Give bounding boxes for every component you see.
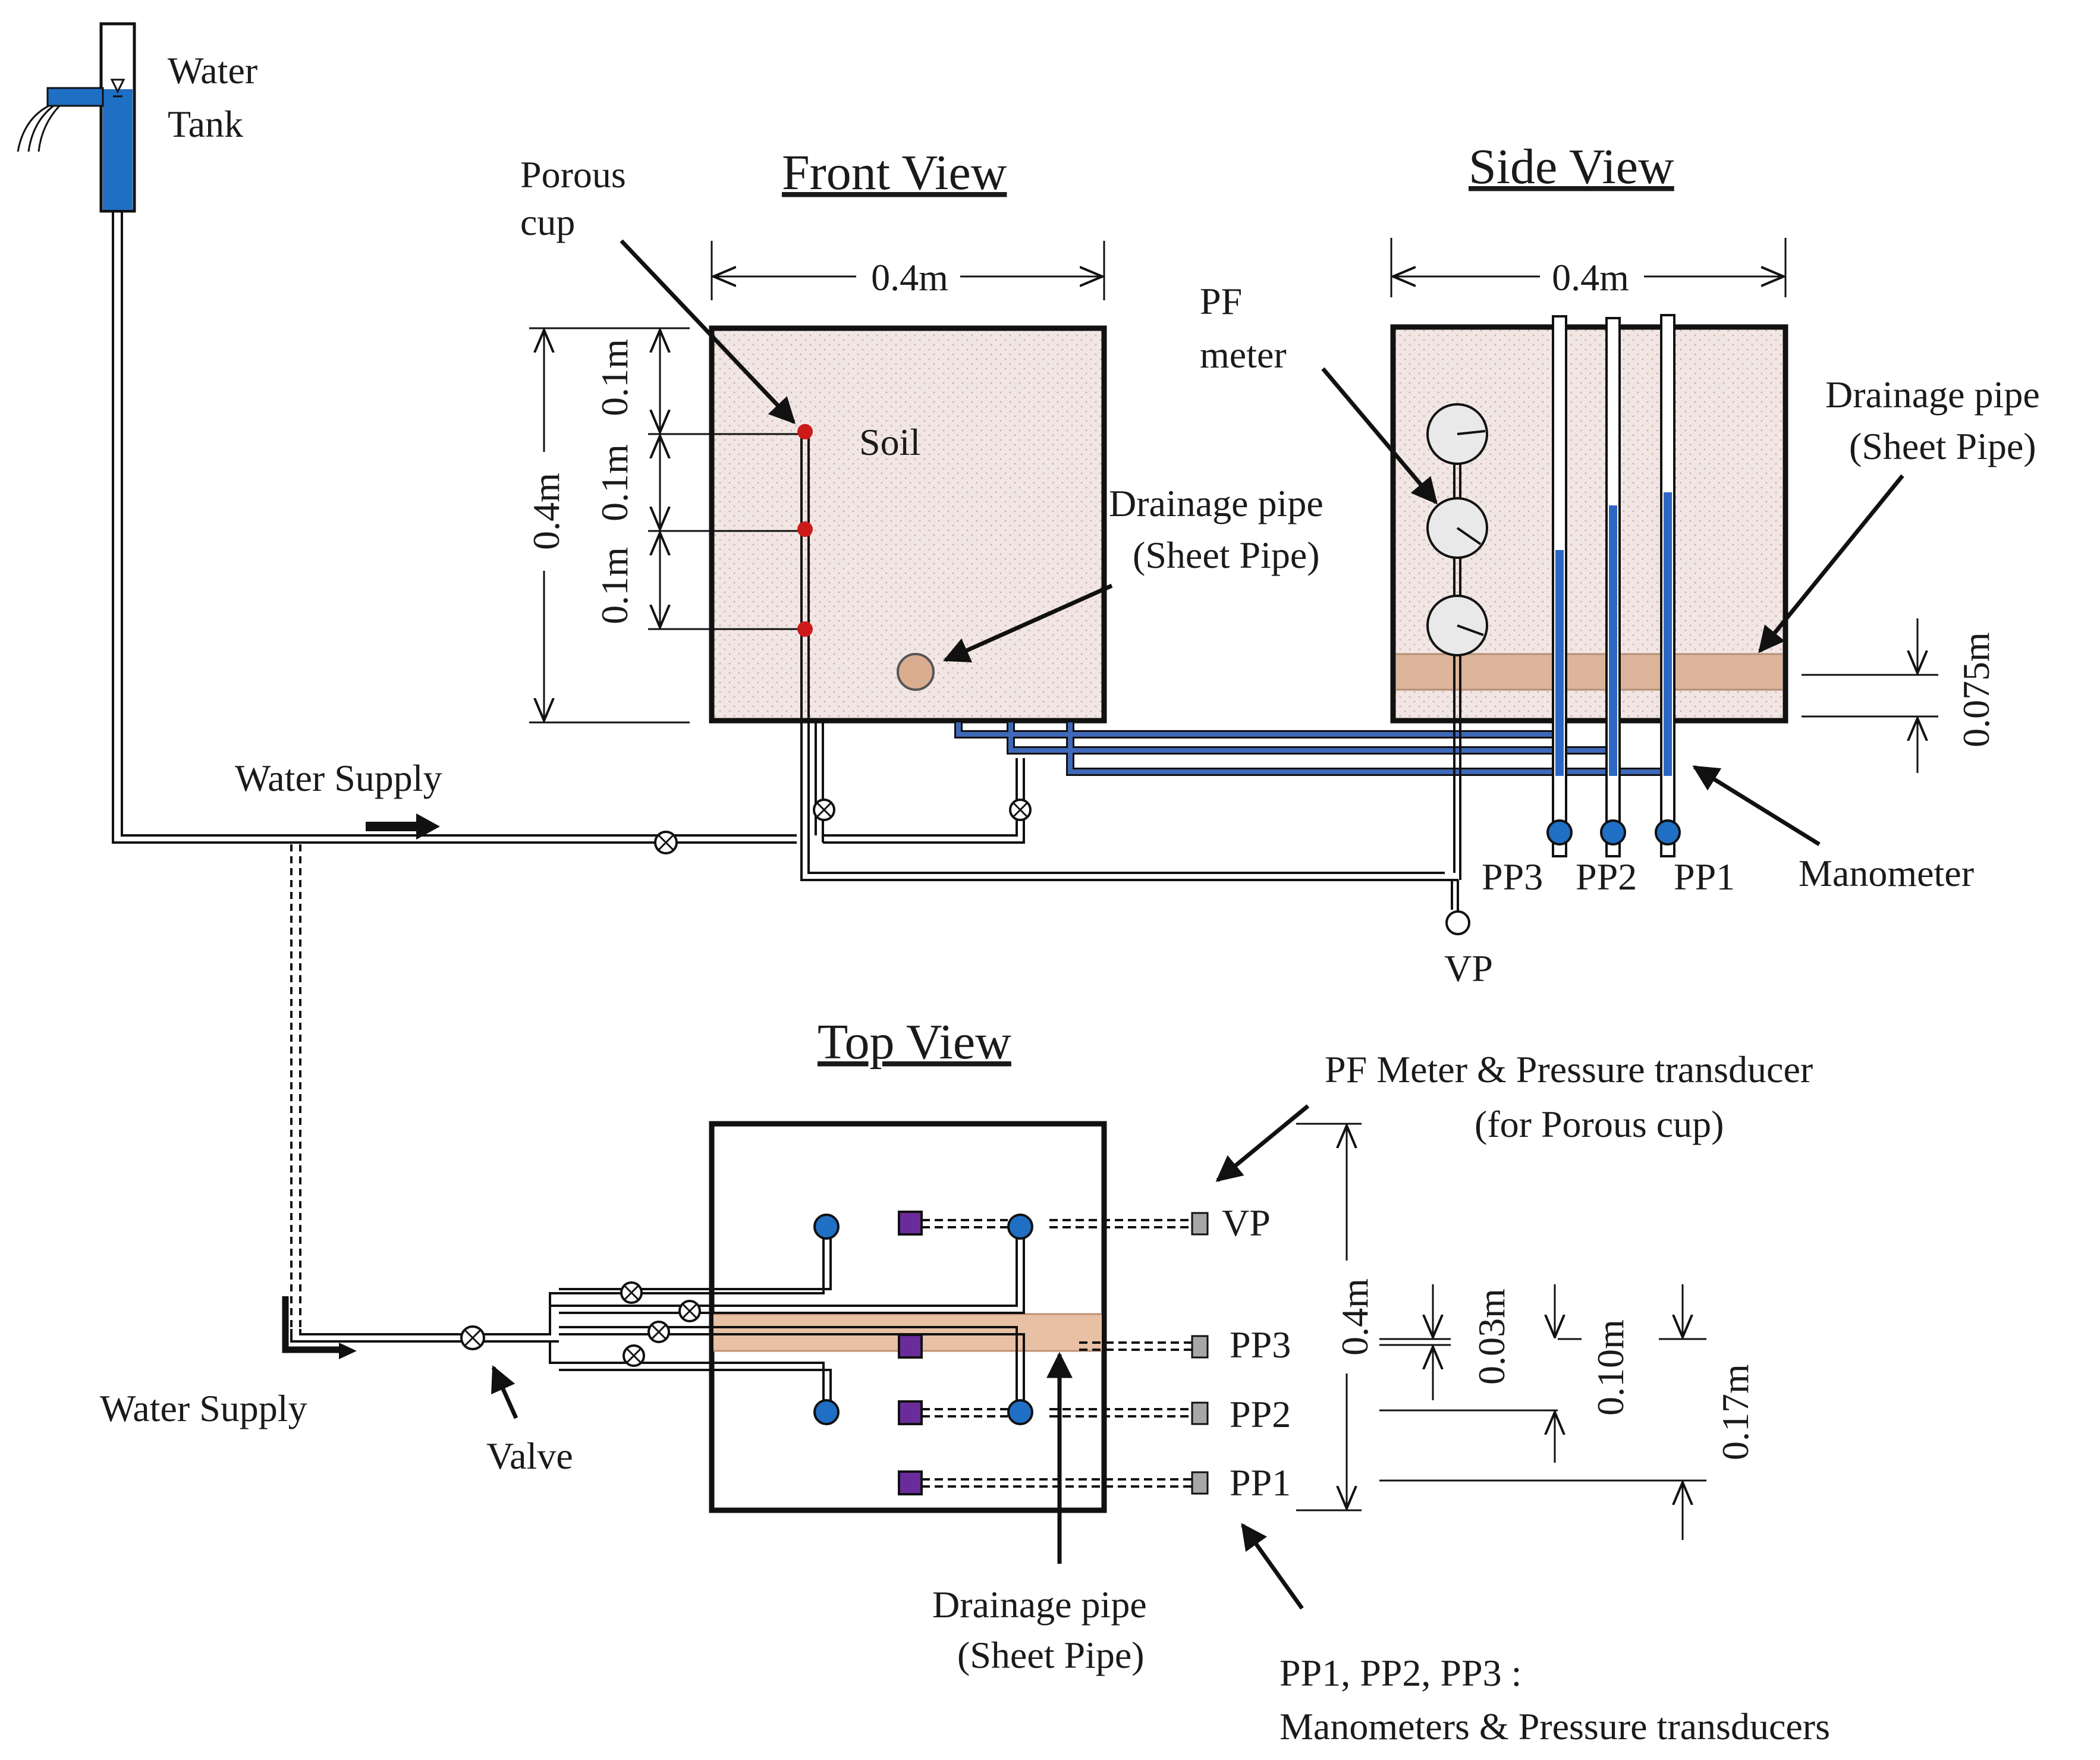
manometer-label: Manometer [1799, 852, 1974, 894]
top-dim-017: 0.17m [1714, 1364, 1756, 1460]
water-tank [17, 22, 136, 213]
top-label-pp1: PP1 [1230, 1462, 1291, 1504]
transducer-squares [898, 1211, 923, 1495]
valve-label: Valve [486, 1435, 573, 1477]
pressure-transducer-icons [1191, 1212, 1209, 1495]
top-dim-010: 0.10m [1589, 1319, 1631, 1416]
drainage-top-label-1: Drainage pipe [932, 1583, 1147, 1626]
pf-transducer-label-2: (for Porous cup) [1475, 1103, 1724, 1145]
porous-cup-icon [797, 621, 813, 637]
drainage-side-label-1: Drainage pipe [1825, 373, 2040, 416]
top-label-vp: VP [1222, 1202, 1271, 1244]
pf-transducer-label-1: PF Meter & Pressure transducer [1325, 1048, 1813, 1090]
front-seg-dim-1: 0.1m [593, 339, 636, 416]
water-supply-label-bottom: Water Supply [100, 1387, 307, 1429]
pp1-label: PP1 [1674, 856, 1735, 898]
vp-port-icon [1445, 910, 1470, 935]
front-width-dim: 0.4m [871, 256, 948, 298]
porous-cup-label-2: cup [520, 201, 575, 243]
porous-cup-label-1: Porous [520, 153, 626, 196]
front-seg-dim-2: 0.1m [593, 444, 636, 521]
front-height-dim: 0.4m [525, 473, 567, 550]
drainage-side-label-2: (Sheet Pipe) [1849, 425, 2036, 467]
top-height-dim: 0.4m [1334, 1278, 1376, 1356]
top-view-box [709, 1121, 1107, 1513]
manometer-pipes [1546, 314, 1681, 857]
vp-label: VP [1444, 947, 1493, 989]
water-supply-label-top: Water Supply [235, 757, 442, 799]
front-seg-dim-3: 0.1m [593, 547, 636, 624]
pp2-label: PP2 [1576, 856, 1637, 898]
supply-pipe [112, 211, 797, 1329]
water-tank-label-1: Water [168, 49, 257, 92]
pp-legend-line-1: PP1, PP2, PP3 : [1280, 1652, 1521, 1694]
pf-meter-label-2: meter [1200, 334, 1287, 376]
top-view-title: Top View [818, 1014, 1011, 1070]
side-width-dim: 0.4m [1552, 256, 1629, 298]
pp3-label: PP3 [1482, 856, 1543, 898]
pf-meter-icon [1426, 403, 1488, 656]
drainage-pipe-icon [897, 653, 935, 691]
flow-arrow-icon [366, 813, 440, 840]
pf-meter-label-1: PF [1200, 280, 1242, 322]
manometer-points [813, 1214, 1033, 1425]
soil-label: Soil [859, 421, 920, 463]
drainage-top-label-2: (Sheet Pipe) [957, 1634, 1145, 1676]
top-label-pp3: PP3 [1230, 1324, 1291, 1366]
front-view-title: Front View [782, 145, 1007, 200]
porous-cup-icon [797, 424, 813, 439]
drainage-front-label-1: Drainage pipe [1109, 482, 1323, 524]
top-dim-003: 0.03m [1470, 1288, 1513, 1385]
water-tank-label-2: Tank [168, 103, 243, 145]
side-pipe-height-dim: 0.075m [1955, 632, 1997, 747]
pp-legend-line-2: Manometers & Pressure transducers [1280, 1705, 1830, 1748]
drainage-front-label-2: (Sheet Pipe) [1133, 534, 1320, 576]
side-view-title: Side View [1469, 139, 1674, 194]
porous-cup-icon [797, 521, 813, 537]
top-label-pp2: PP2 [1230, 1393, 1291, 1435]
